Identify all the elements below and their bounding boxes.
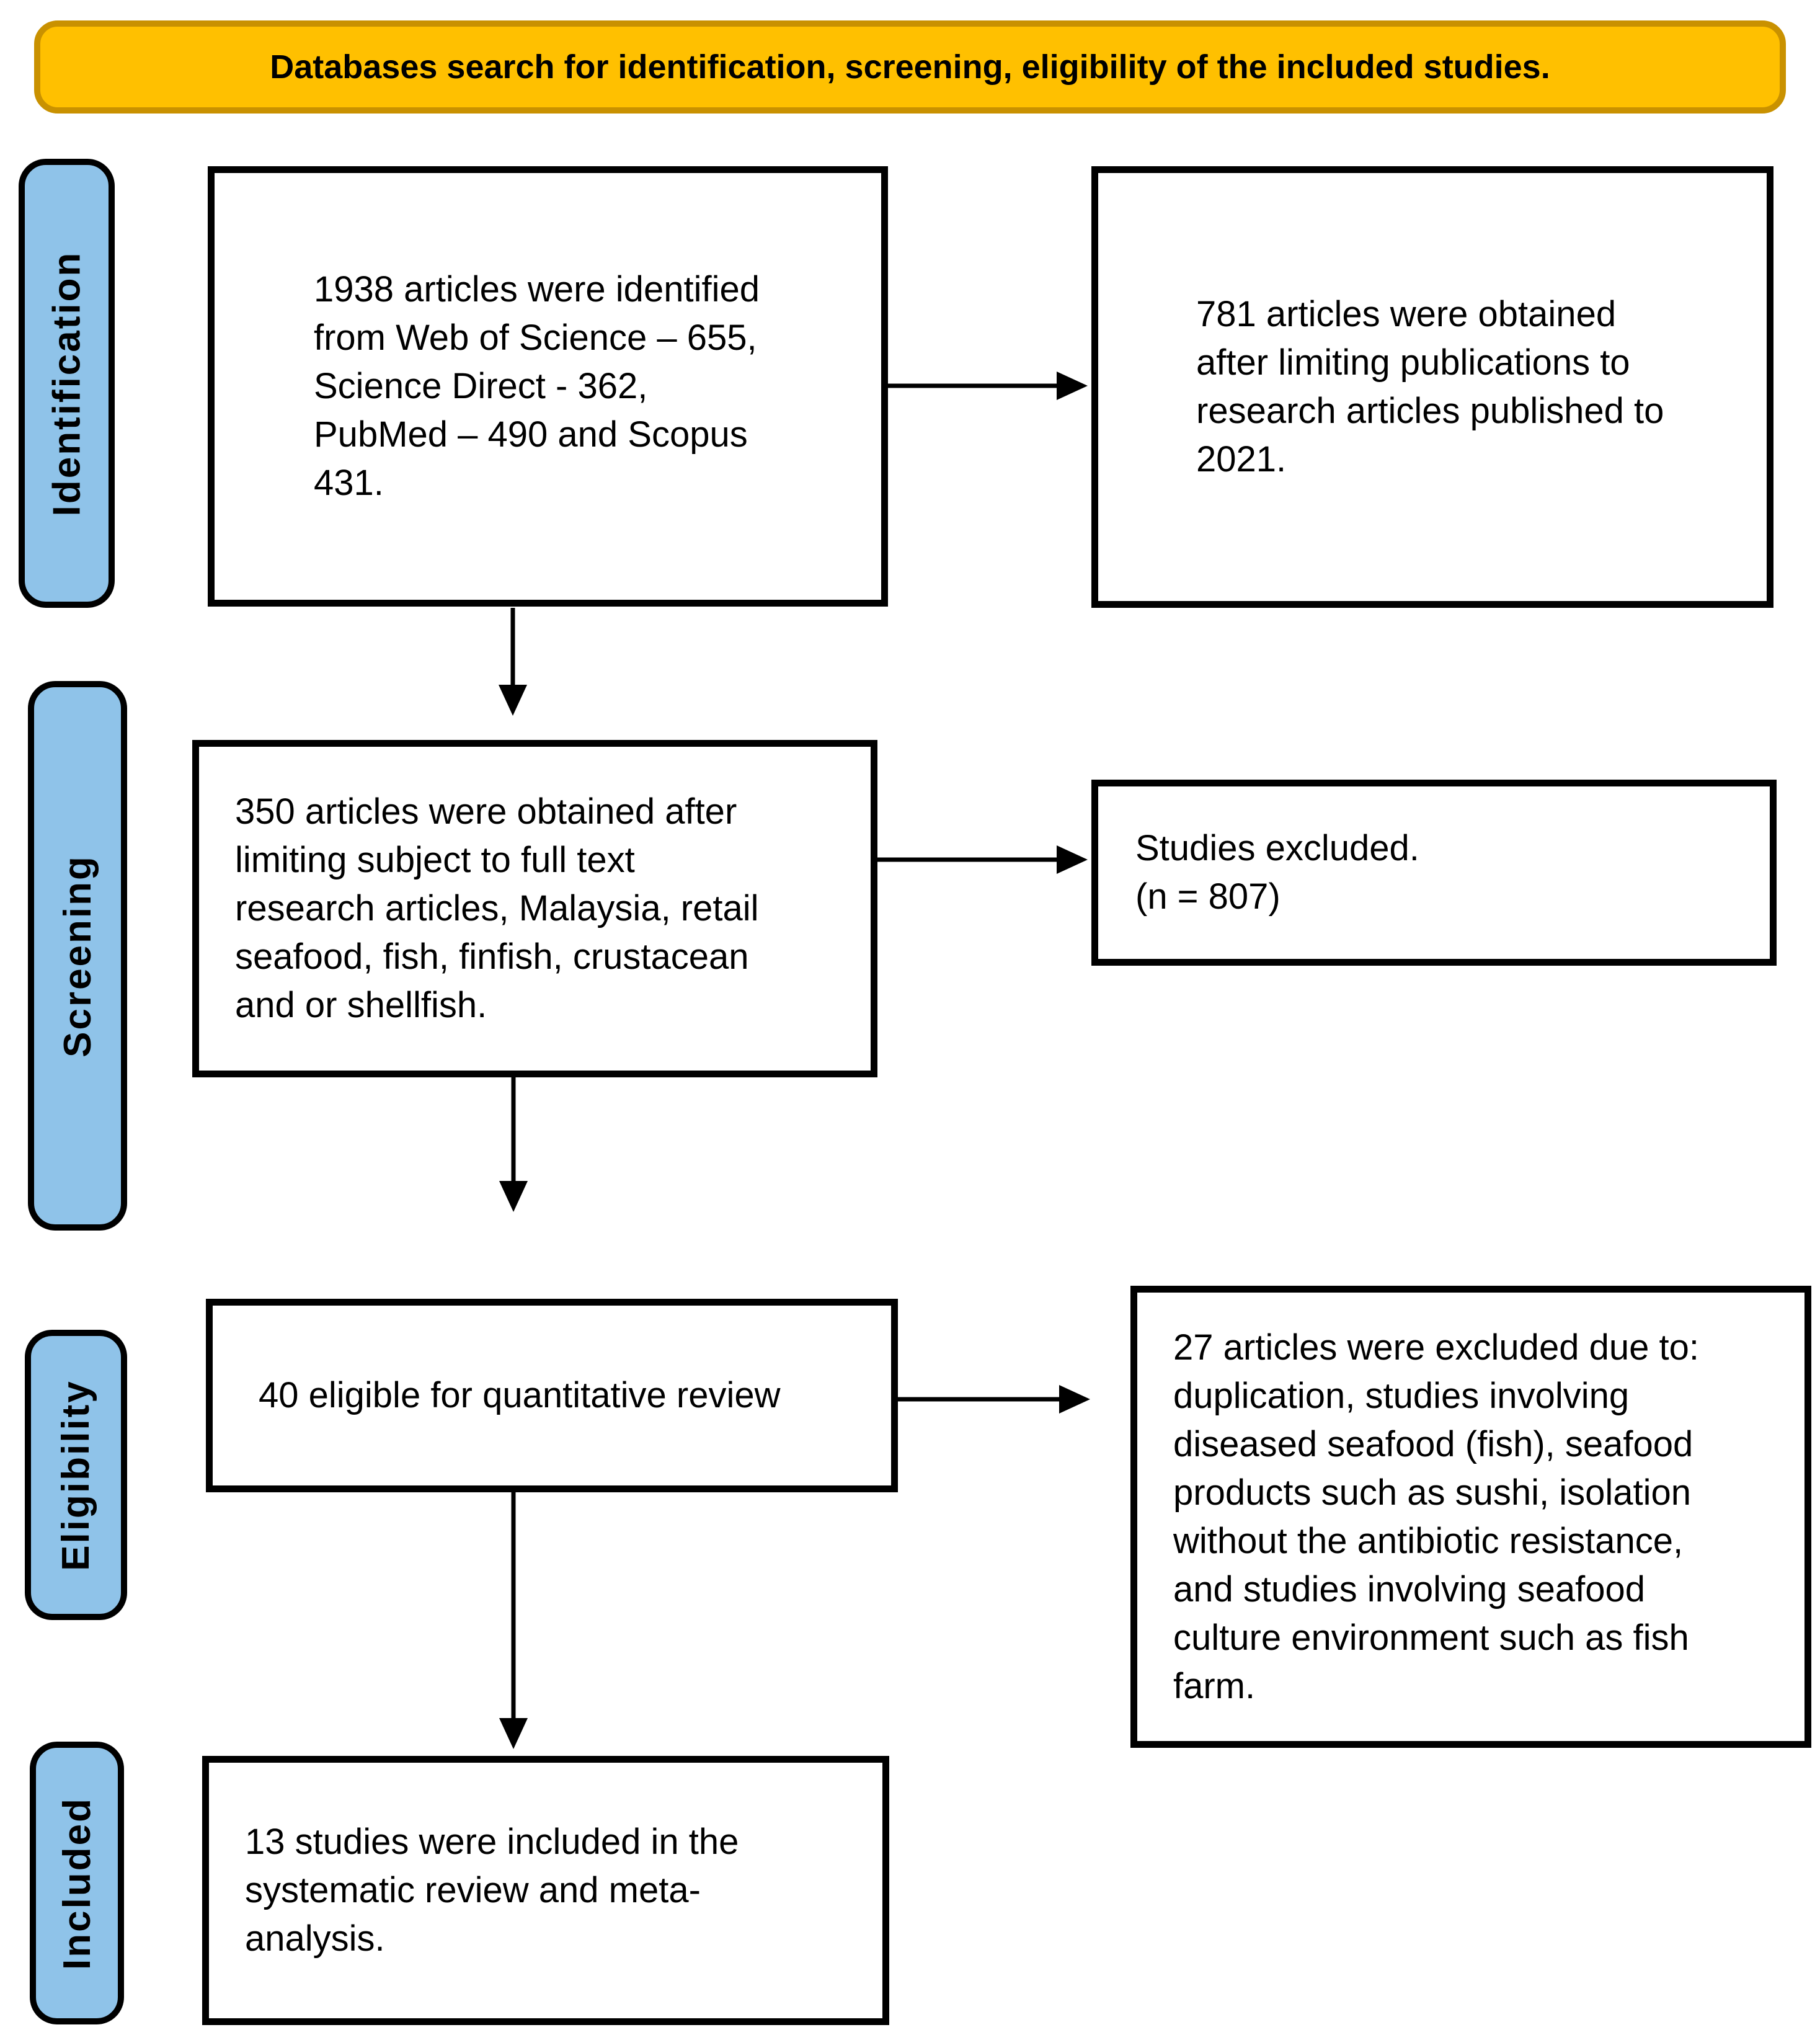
box-articles-identified: 1938 articles were identified from Web o… bbox=[208, 166, 888, 607]
diagram-title: Databases search for identification, scr… bbox=[270, 48, 1550, 86]
box-eligible-quantitative-review-text: 40 eligible for quantitative review bbox=[259, 1375, 781, 1415]
box-articles-screened: 350 articles were obtained after limitin… bbox=[192, 740, 877, 1077]
box-articles-excluded-27: 27 articles were excluded due to: duplic… bbox=[1130, 1286, 1811, 1748]
box-articles-screened-text: 350 articles were obtained after limitin… bbox=[235, 791, 759, 1025]
stage-label-included: Included bbox=[30, 1742, 124, 2024]
box-studies-excluded-807: Studies excluded. (n = 807) bbox=[1091, 780, 1777, 966]
stage-label-screening: Screening bbox=[28, 681, 127, 1231]
box-studies-excluded-807-text: Studies excluded. (n = 807) bbox=[1135, 828, 1419, 917]
box-articles-limited-2021-text: 781 articles were obtained after limitin… bbox=[1196, 294, 1664, 479]
stage-label-identification: Identification bbox=[19, 159, 115, 608]
stage-label-identification-text: Identification bbox=[45, 251, 88, 516]
box-studies-included: 13 studies were included in the systemat… bbox=[202, 1756, 889, 2025]
box-articles-limited-2021: 781 articles were obtained after limitin… bbox=[1091, 166, 1773, 608]
box-articles-excluded-27-text: 27 articles were excluded due to: duplic… bbox=[1173, 1327, 1699, 1706]
box-eligible-quantitative-review: 40 eligible for quantitative review bbox=[206, 1299, 898, 1492]
stage-label-screening-text: Screening bbox=[56, 854, 99, 1058]
box-studies-included-text: 13 studies were included in the systemat… bbox=[245, 1822, 739, 1959]
stage-label-included-text: Included bbox=[55, 1796, 99, 1970]
stage-label-eligibility-text: Eligibility bbox=[55, 1379, 97, 1571]
stage-label-eligibility: Eligibility bbox=[25, 1330, 127, 1620]
box-articles-identified-text: 1938 articles were identified from Web o… bbox=[314, 269, 760, 503]
title-banner: Databases search for identification, scr… bbox=[34, 20, 1786, 114]
